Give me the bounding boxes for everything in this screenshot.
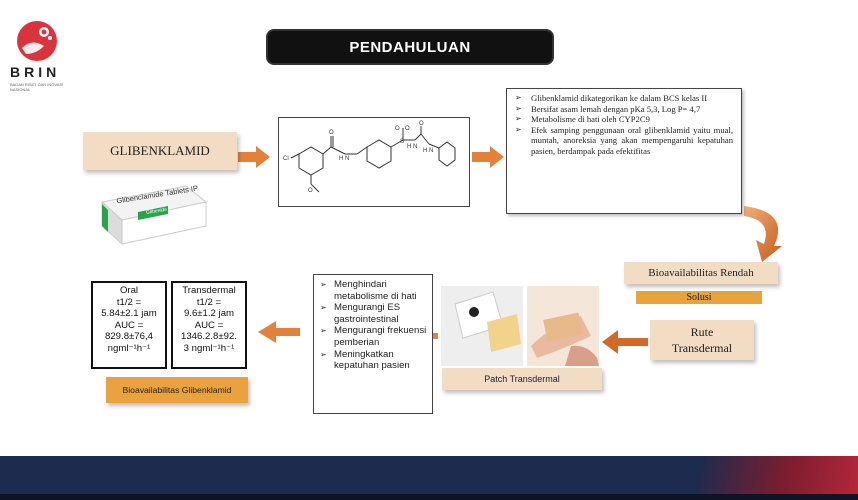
benefit-item: Mengurangi ES gastrointestinal bbox=[318, 302, 428, 325]
arrow-left-icon bbox=[602, 330, 648, 354]
atom-n: N bbox=[429, 148, 433, 154]
bioavailability-glib-label: Bioavailabilitas Glibenklamid bbox=[106, 377, 248, 403]
medicine-package-image: Glibenclamide Tablets IP Glibenide 5 bbox=[98, 182, 210, 248]
footer-edge bbox=[0, 494, 858, 500]
pk-trans-header: Transdermal bbox=[182, 285, 236, 296]
pk-trans-auc-label: AUC = bbox=[194, 319, 224, 331]
benefit-item: Menghindari metabolisme di hati bbox=[318, 279, 428, 302]
pk-oral-unit: ngml⁻¹h⁻¹ bbox=[107, 342, 151, 354]
pk-trans-unit: 3 ngml⁻¹h⁻¹ bbox=[183, 342, 235, 354]
atom-cl: Cl bbox=[283, 156, 289, 162]
atom-h: H bbox=[339, 156, 343, 162]
brin-logo bbox=[14, 18, 60, 64]
arrow-left-icon bbox=[258, 321, 300, 343]
pk-oral-t-label: t1/2 = bbox=[116, 296, 142, 308]
pk-trans-auc-value: 1346.2.8±92. bbox=[181, 331, 237, 343]
patch-label: Patch Transdermal bbox=[442, 368, 602, 390]
benefit-item: Mengurangi frekuensi pemberian bbox=[318, 325, 428, 348]
bioavailability-low-label: Bioavailabilitas Rendah bbox=[624, 262, 778, 284]
route-line1: Rute bbox=[690, 325, 714, 339]
pk-trans-t-label: t1/2 = bbox=[196, 296, 222, 308]
pk-oral-auc-value: 829.8±76,4 bbox=[105, 331, 153, 343]
curved-arrow-icon bbox=[744, 206, 782, 262]
pk-trans-t-value: 9.6±1.2 jam bbox=[183, 308, 235, 320]
glibenclamide-structure-icon: Cl O H N S O O H N O H N O bbox=[283, 121, 456, 194]
brin-logo-icon bbox=[17, 21, 57, 61]
chemical-structure: Cl O H N S O O H N O H N O bbox=[278, 117, 470, 207]
drug-info-box: Glibenklamid dikategorikan ke dalam BCS … bbox=[506, 88, 742, 214]
atom-n: N bbox=[413, 144, 417, 150]
atom-h: H bbox=[407, 144, 411, 150]
atom-o: O bbox=[419, 121, 424, 127]
arrow-right-icon bbox=[238, 146, 270, 168]
atom-o: O bbox=[405, 126, 410, 132]
atom-o: O bbox=[308, 188, 313, 194]
atom-o: O bbox=[395, 126, 400, 132]
pk-oral-auc-label: AUC = bbox=[114, 319, 144, 331]
atom-s: S bbox=[400, 139, 404, 145]
route-line2: Transdermal bbox=[671, 341, 733, 355]
benefits-box: Menghindari metabolisme di hati Menguran… bbox=[313, 274, 433, 414]
solution-label: Solusi bbox=[636, 291, 762, 304]
atom-h: H bbox=[423, 148, 427, 154]
logo-subtitle: BADAN RISET DAN INOVASI NASIONAL bbox=[10, 82, 64, 92]
atom-o: O bbox=[329, 130, 334, 136]
info-point: Bersifat asam lemah dengan pKa 5,3, Log … bbox=[515, 104, 733, 115]
drug-label: GLIBENKLAMID bbox=[83, 132, 237, 170]
info-point: Efek samping penggunaan oral glibenklami… bbox=[515, 125, 733, 157]
pk-transdermal-box: Transdermal t1/2 = 9.6±1.2 jam AUC = 134… bbox=[171, 281, 247, 369]
route-label: Rute Transdermal bbox=[650, 320, 754, 360]
footer-accent bbox=[700, 456, 858, 496]
page-title: PENDAHULUAN bbox=[268, 31, 552, 63]
logo-name: BRIN bbox=[10, 64, 61, 80]
atom-n: N bbox=[345, 156, 349, 162]
info-point: Glibenklamid dikategorikan ke dalam BCS … bbox=[515, 93, 733, 104]
patch-image bbox=[441, 286, 599, 366]
pk-oral-box: Oral t1/2 = 5.84±2.1 jam AUC = 829.8±76,… bbox=[91, 281, 167, 369]
arrow-right-icon bbox=[472, 146, 504, 168]
benefit-item: Meningkatkan kepatuhan pasien bbox=[318, 349, 428, 372]
pk-oral-header: Oral bbox=[119, 285, 139, 296]
pk-oral-t-value: 5.84±2.1 jam bbox=[101, 308, 157, 320]
info-point: Metabolisme di hati oleh CYP2C9 bbox=[515, 114, 733, 125]
